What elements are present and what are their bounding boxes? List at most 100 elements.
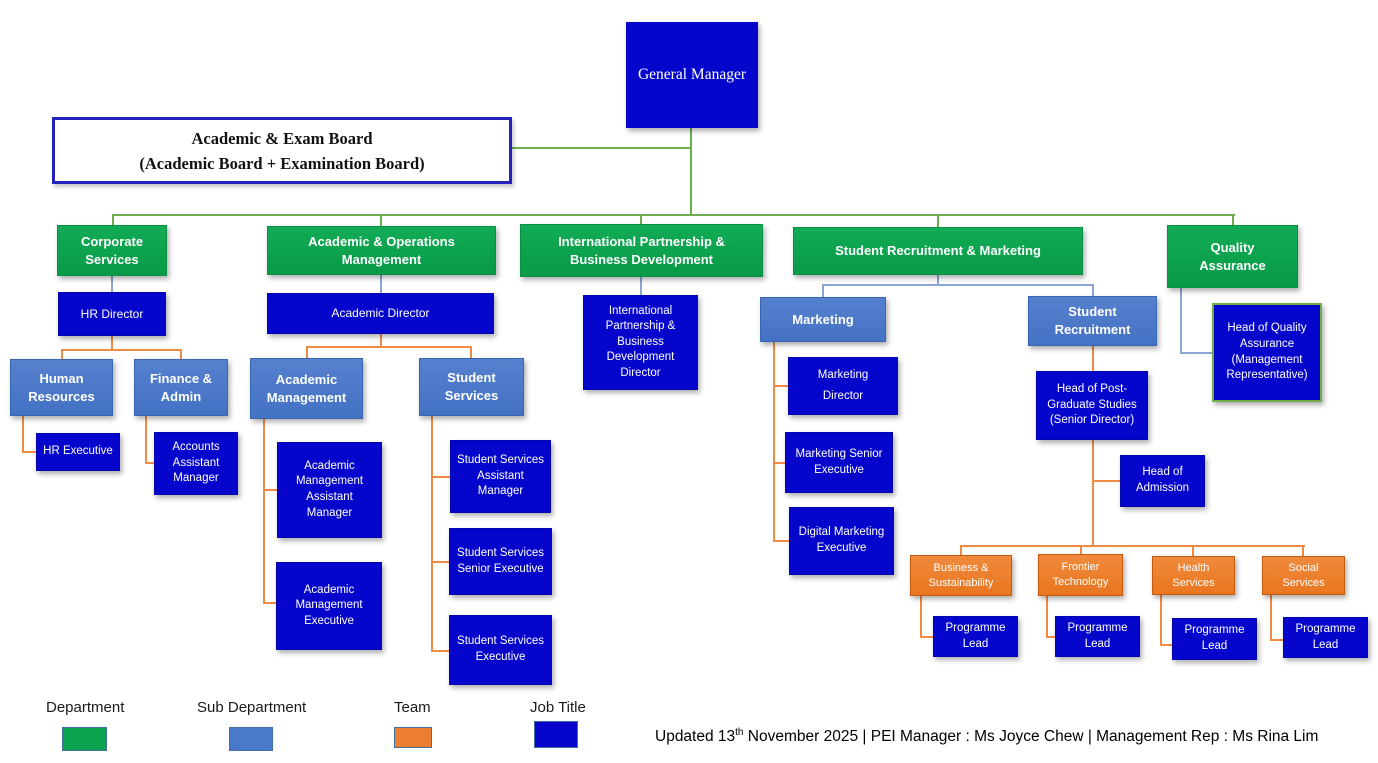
node-academic-management-executive: Academic Management Executive [276, 562, 382, 650]
connector-line [431, 416, 433, 652]
connector-line [690, 128, 692, 216]
node-student-recruitment: Student Recruitment [1028, 296, 1157, 346]
connector-line [61, 349, 182, 351]
node-programme-lead-frontier-technology: Programme Lead [1055, 616, 1140, 657]
connector-line [775, 462, 785, 464]
node-ipbd-director: International Partnership & Business Dev… [583, 295, 698, 390]
connector-line [512, 147, 691, 149]
node-academic-management: Academic Management [250, 358, 363, 419]
node-student-recruitment-marketing: Student Recruitment & Marketing [793, 227, 1083, 275]
connector-line [920, 596, 922, 638]
connector-line [1092, 286, 1094, 296]
connector-line [937, 216, 939, 228]
connector-line [180, 351, 182, 359]
node-marketing-senior-executive: Marketing Senior Executive [785, 432, 893, 493]
connector-line [433, 476, 450, 478]
connector-line [380, 334, 382, 348]
connector-line [265, 489, 277, 491]
connector-line [1302, 547, 1304, 556]
connector-line [1092, 440, 1094, 547]
node-academic-exam-board: Academic & Exam Board (Academic Board + … [52, 117, 512, 184]
connector-line [1048, 636, 1055, 638]
connector-line [1080, 547, 1082, 554]
connector-line [960, 547, 962, 555]
connector-line [1270, 595, 1272, 641]
connector-line [640, 277, 642, 295]
connector-line [61, 351, 63, 359]
connector-line [470, 348, 472, 358]
node-programme-lead-business-sustainability: Programme Lead [933, 616, 1018, 657]
connector-line [111, 336, 113, 351]
node-digital-marketing-executive: Digital Marketing Executive [789, 507, 894, 575]
legend-swatch-job-title [534, 721, 578, 748]
connector-line [111, 276, 113, 292]
node-student-services-assistant-manager: Student Services Assistant Manager [450, 440, 551, 513]
node-head-of-admission: Head of Admission [1120, 455, 1205, 507]
node-hr-executive: HR Executive [36, 433, 120, 471]
node-student-services-senior-executive: Student Services Senior Executive [449, 528, 552, 595]
connector-line [380, 216, 382, 227]
legend-label-sub-department: Sub Department [197, 699, 307, 716]
connector-line [1182, 352, 1212, 354]
connector-line [640, 216, 642, 225]
node-programme-lead-health-services: Programme Lead [1172, 618, 1257, 660]
connector-line [433, 650, 449, 652]
connector-line [1192, 547, 1194, 556]
node-head-of-post-graduate-studies: Head of Post-Graduate Studies (Senior Di… [1036, 371, 1148, 440]
legend-label-team: Team [394, 699, 431, 716]
connector-line [960, 545, 1305, 547]
node-academic-operations-management: Academic & Operations Management [267, 226, 496, 275]
connector-line [822, 284, 1094, 286]
node-general-manager: General Manager [626, 22, 758, 128]
connector-line [1160, 595, 1162, 646]
node-health-services: Health Services [1152, 556, 1235, 595]
node-quality-assurance: Quality Assurance [1167, 225, 1298, 288]
node-finance-admin: Finance & Admin [134, 359, 228, 416]
legend-swatch-team [394, 727, 432, 748]
connector-line [112, 216, 114, 226]
connector-line [433, 561, 449, 563]
node-programme-lead-social-services: Programme Lead [1283, 617, 1368, 658]
node-academic-management-assistant-manager: Academic Management Assistant Manager [277, 442, 382, 538]
connector-line [1162, 644, 1172, 646]
connector-line [1232, 216, 1234, 226]
node-marketing: Marketing [760, 297, 886, 342]
connector-line [1272, 639, 1283, 641]
footer-status-text: Updated 13th November 2025 | PEI Manager… [655, 727, 1319, 746]
legend-label-job-title: Job Title [530, 699, 586, 716]
node-human-resources: Human Resources [10, 359, 113, 416]
connector-line [145, 416, 147, 464]
node-accounts-assistant-manager: Accounts Assistant Manager [154, 432, 238, 495]
node-social-services: Social Services [1262, 556, 1345, 595]
connector-line [306, 348, 308, 358]
legend-label-department: Department [46, 699, 125, 716]
connector-line [263, 419, 265, 604]
connector-line [1180, 288, 1182, 354]
connector-line [265, 602, 276, 604]
connector-line [1046, 596, 1048, 638]
connector-line [22, 416, 24, 453]
connector-line [306, 346, 472, 348]
legend-swatch-sub-department [229, 727, 273, 751]
connector-line [773, 342, 775, 542]
node-corporate-services: Corporate Services [57, 225, 167, 276]
node-international-partnership-bd: International Partnership & Business Dev… [520, 224, 763, 277]
connector-line [775, 385, 788, 387]
connector-line [147, 462, 155, 464]
node-marketing-director: Marketing Director [788, 357, 898, 415]
connector-line [112, 214, 1235, 216]
node-academic-director: Academic Director [267, 293, 494, 334]
connector-line [24, 451, 37, 453]
connector-line [822, 286, 824, 297]
connector-line [1092, 346, 1094, 371]
connector-line [1094, 480, 1120, 482]
node-business-sustainability: Business & Sustainability [910, 555, 1012, 596]
connector-line [922, 636, 933, 638]
node-head-of-quality-assurance: Head of Quality Assurance (Management Re… [1212, 303, 1322, 402]
connector-line [775, 540, 789, 542]
node-student-services: Student Services [419, 358, 524, 416]
legend-swatch-department [62, 727, 107, 751]
node-student-services-executive: Student Services Executive [449, 615, 552, 685]
connector-line [937, 275, 939, 286]
